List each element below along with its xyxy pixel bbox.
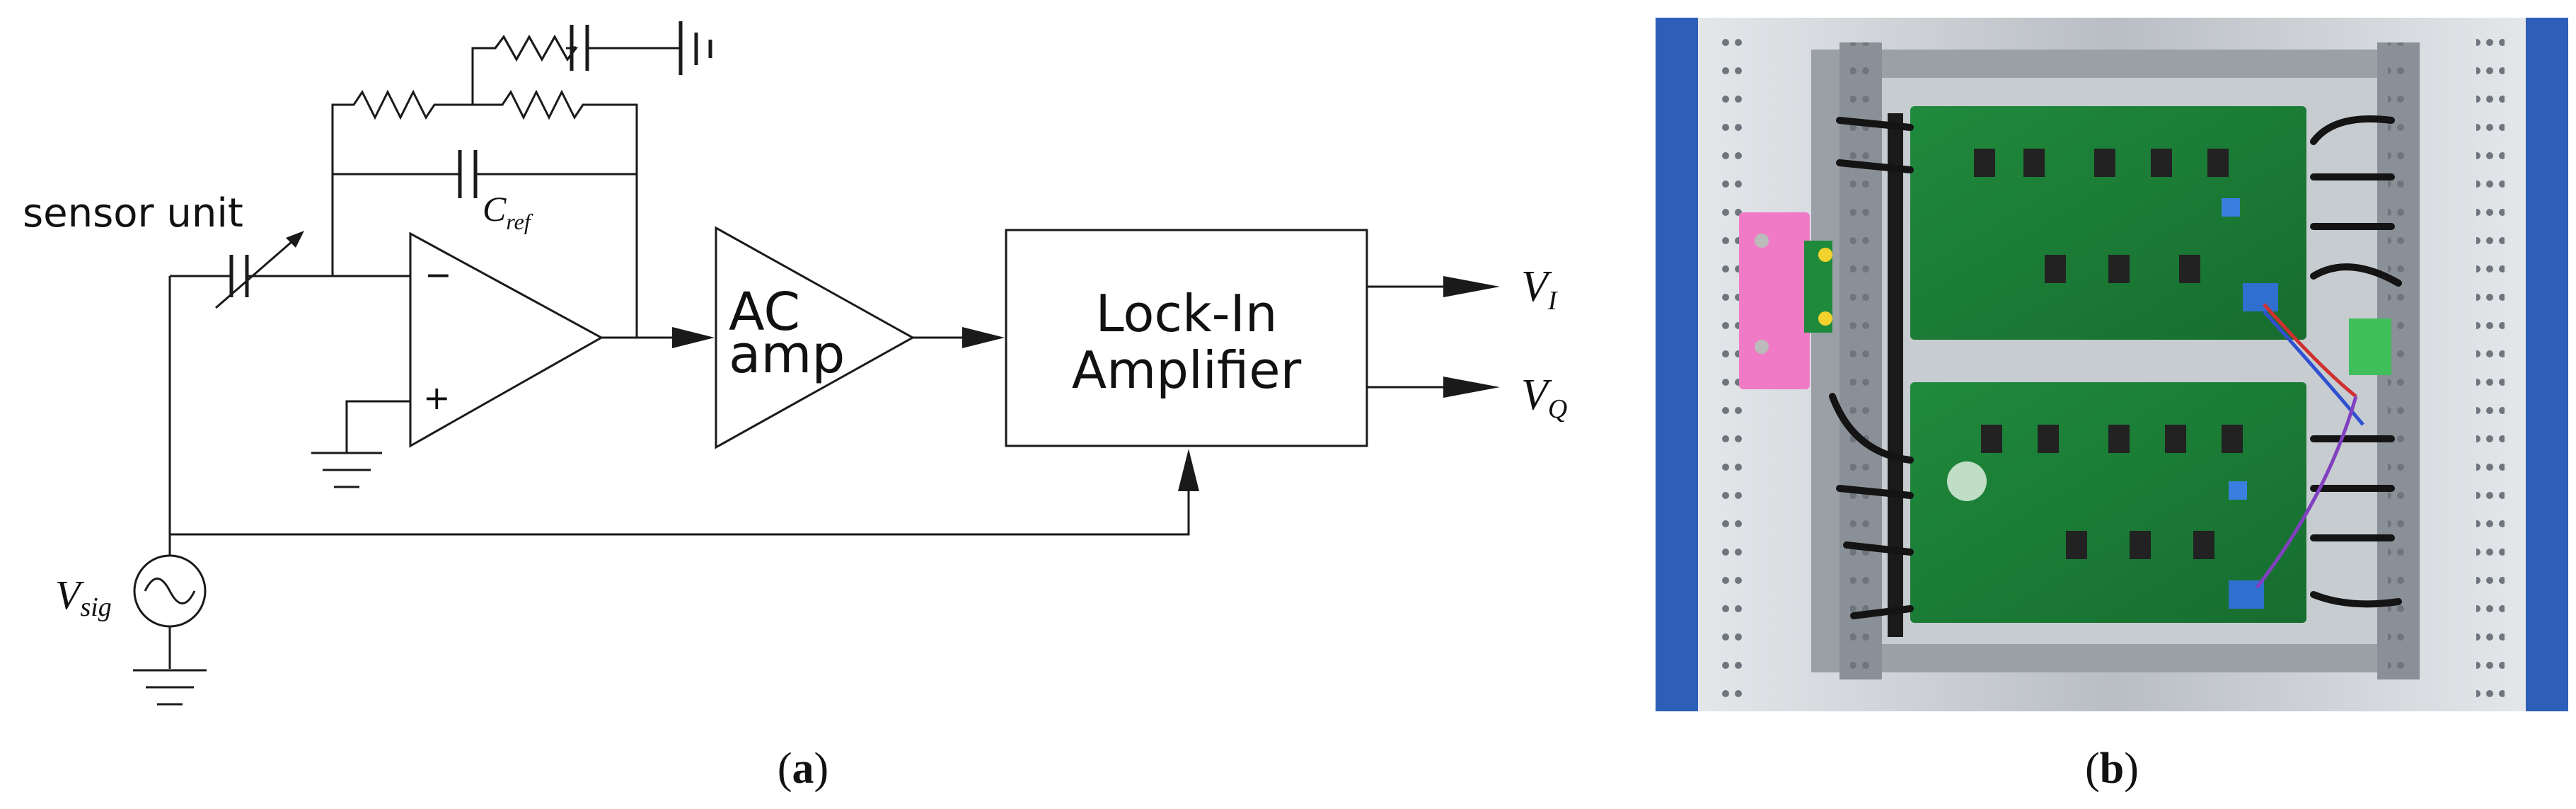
signal-source: Vsig <box>55 276 1199 706</box>
acamp-to-lockin-arrow <box>913 327 1005 348</box>
feedback-resistor-network <box>331 89 638 174</box>
vsig-label: Vsig <box>55 572 112 622</box>
lock-in-label-line1: Lock-In <box>1095 284 1277 343</box>
pcb-bottom <box>1910 382 2306 623</box>
backplane <box>1888 113 1903 637</box>
cables <box>1829 115 2402 619</box>
opamp-to-acamp-arrow <box>601 327 715 348</box>
ac-amp-label-line1: AC <box>729 282 800 343</box>
cref-label: Cref <box>483 189 533 234</box>
output-vq: VQ <box>1367 371 1567 424</box>
op-amp: − + <box>311 231 604 488</box>
caption-b: (b) <box>2085 745 2139 793</box>
lock-in-amplifier: Lock-In Amplifier <box>1005 229 1368 447</box>
feedback-rc-ground-branch <box>471 21 712 105</box>
ac-amplifier: AC amp <box>715 226 916 449</box>
output-vq-label: VQ <box>1521 371 1567 424</box>
caption-a: (a) <box>778 745 828 793</box>
inverting-node-wire <box>331 174 410 277</box>
ac-amp-label-line2: amp <box>729 324 845 385</box>
lock-in-label-line2: Amplifier <box>1072 340 1302 400</box>
opamp-minus-label: − <box>424 256 452 294</box>
hardware-photo: (b) <box>1656 18 2568 793</box>
green-terminal-block <box>2349 319 2391 375</box>
pcb-top <box>1910 106 2306 340</box>
circuit-diagram: Cref sensor unit − + <box>23 21 1567 793</box>
colored-wires <box>2256 303 2364 589</box>
sensor-unit-label: sensor unit <box>23 190 243 236</box>
sensor-unit-variable-capacitor: sensor unit <box>23 190 333 309</box>
opamp-plus-label: + <box>423 379 451 417</box>
output-vi: VI <box>1367 263 1559 316</box>
reference-capacitor: Cref <box>333 150 637 234</box>
pink-connector <box>1739 212 1832 389</box>
output-vi-label: VI <box>1521 263 1559 316</box>
